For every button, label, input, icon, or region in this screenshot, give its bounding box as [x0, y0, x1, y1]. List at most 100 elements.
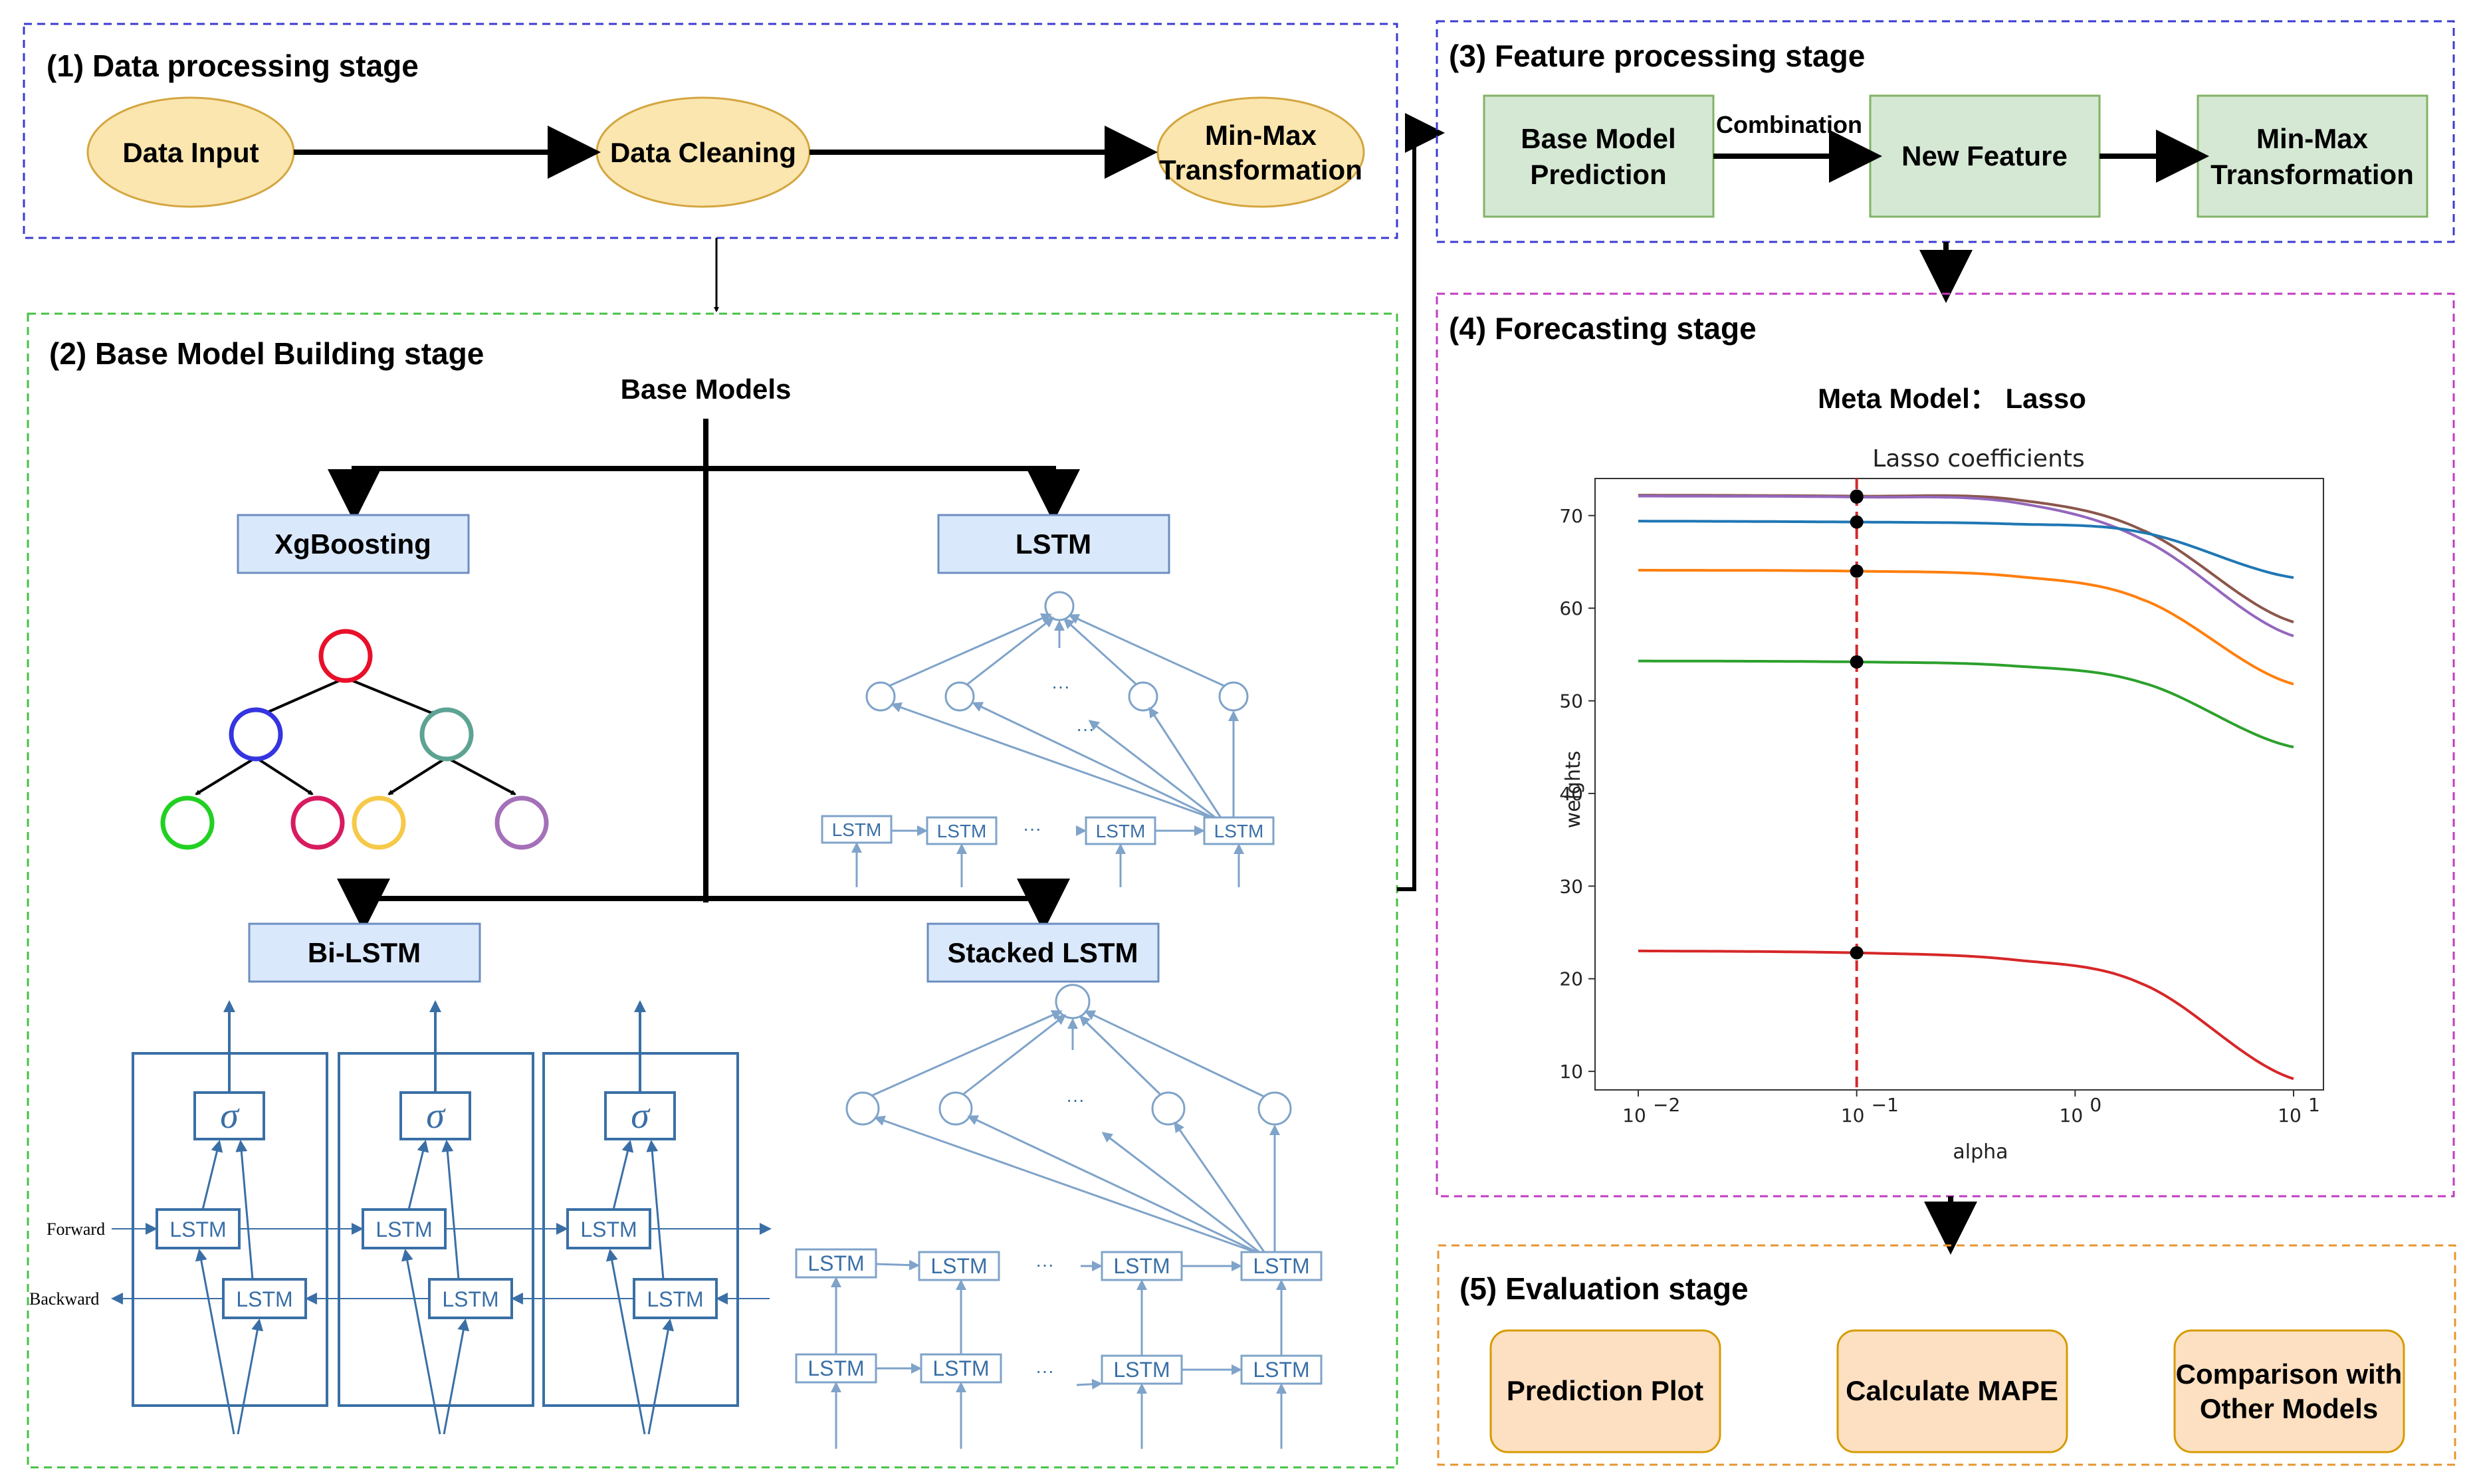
x-tick-label-2: 10: [2060, 1105, 2084, 1126]
x-tick-exponent-3: 1: [2308, 1094, 2320, 1116]
bilstm-box: [248, 922, 481, 983]
stage-5-border: [1437, 1244, 2456, 1466]
xgboost-tree-illustration: [160, 629, 549, 850]
bilstm-sigma-2: σ: [426, 1095, 446, 1136]
stacked-ellipsis-top: ···: [1066, 1089, 1085, 1110]
bilstm-label: Bi-LSTM: [308, 937, 421, 968]
y-tick-label-50: 50: [1559, 690, 1583, 712]
stage-5-evaluation: (5) Evaluation stage Prediction Plot Cal…: [1437, 1244, 2456, 1466]
coefficient-markers: [1850, 489, 1864, 960]
lstm-cell-1-label: LSTM: [832, 819, 882, 840]
base-models-label: Base Models: [621, 373, 792, 405]
stage-4-forecasting: (4) Forecasting stage Meta Model： Lasso …: [1436, 292, 2455, 1198]
data-input-label: Data Input: [122, 137, 259, 168]
y-tick-label-10: 10: [1559, 1061, 1583, 1083]
x-tick-exponent-0: −2: [1653, 1094, 1680, 1116]
x-tick-label-1: 10: [1841, 1105, 1865, 1126]
meta-model-label: Meta Model： Lasso: [1818, 383, 2086, 414]
lstm-box: [937, 514, 1170, 574]
series-line-3: [1638, 569, 2294, 686]
lstm-hidden-node-3: [1128, 681, 1158, 712]
stacked-top-cell-3: [1101, 1251, 1183, 1281]
prediction-plot-box: [1489, 1329, 1721, 1453]
series-line-5: [1638, 949, 2294, 1081]
calculate-mape-box: [1836, 1329, 2068, 1453]
bilstm-illustration: [111, 1000, 772, 1435]
data-cleaning-label: Data Cleaning: [610, 137, 796, 168]
lstm-ellipsis-top: ···: [1051, 676, 1070, 696]
stacked-bottom-cell-4-label: LSTM: [1253, 1358, 1309, 1382]
combination-label: Combination: [1716, 111, 1862, 138]
y-tick-label-30: 30: [1559, 875, 1583, 897]
tree-node-leaf-1: [160, 795, 215, 850]
lstm-hidden-node-1: [865, 681, 896, 712]
stacked-top-cell-1: [795, 1248, 877, 1279]
series-marker-4: [1850, 655, 1864, 669]
stage-2-border: [27, 312, 1398, 1469]
base-model-prediction-box: [1483, 94, 1715, 218]
stage-2-title: (2) Base Model Building stage: [49, 336, 484, 371]
stacked-bottom-cell-2-label: LSTM: [932, 1356, 989, 1380]
tree-node-left: [229, 707, 283, 762]
stacked-top-cell-3-label: LSTM: [1113, 1254, 1170, 1278]
stacked-output-node: [1055, 984, 1091, 1019]
backward-label: Backward: [29, 1289, 99, 1309]
comparison-box: [2173, 1329, 2405, 1453]
bilstm-forward-cell-3-label: LSTM: [580, 1218, 637, 1241]
stacked-hidden-node-3: [1151, 1091, 1186, 1126]
stage-1-title: (1) Data processing stage: [47, 49, 419, 83]
arrow-stage2-to-stage3: [1397, 113, 1445, 891]
stage-5-title: (5) Evaluation stage: [1459, 1271, 1749, 1306]
stage-1-border: [23, 23, 1398, 239]
stacked-bottom-cell-3-label: LSTM: [1113, 1358, 1170, 1382]
bilstm-backward-cell-1-label: LSTM: [236, 1287, 292, 1311]
comparison-label-2: Other Models: [2200, 1393, 2378, 1424]
base-model-prediction-label-2: Prediction: [1530, 159, 1666, 190]
calculate-mape-label: Calculate MAPE: [1846, 1375, 2058, 1406]
stacked-lstm-label: Stacked LSTM: [947, 937, 1138, 968]
tree-node-leaf-4: [494, 795, 549, 850]
plot-area: [1594, 478, 2324, 1091]
stacked-hidden-node-2: [938, 1091, 973, 1126]
base-models-connectors: [328, 419, 1080, 932]
lstm-label: LSTM: [1016, 528, 1091, 560]
stacked-lstm-box: [926, 922, 1160, 983]
bilstm-sigma-3: σ: [631, 1095, 651, 1136]
minmax-label-1: Min-Max: [1205, 120, 1317, 151]
series-line-1: [1638, 494, 2294, 637]
stacked-top-cell-2: [918, 1251, 1000, 1281]
y-axis-label: weights: [1562, 751, 1585, 829]
stage-4-title: (4) Forecasting stage: [1449, 311, 1757, 346]
base-model-prediction-label-1: Base Model: [1521, 123, 1675, 154]
x-tick-exponent-1: −1: [1872, 1094, 1899, 1116]
lstm-cell-2-label: LSTM: [937, 821, 987, 841]
stage-2-base-model-building: (2) Base Model Building stage Base Model…: [27, 312, 1398, 1469]
tree-node-root: [318, 629, 373, 683]
lstm-ellipsis-cells: ···: [1023, 818, 1041, 839]
bilstm-backward-cell-2-label: LSTM: [442, 1287, 498, 1311]
stage-3-feature-processing: (3) Feature processing stage Base Model …: [1436, 20, 2455, 243]
minmax-node-1: [1156, 96, 1365, 208]
y-tick-label-20: 20: [1559, 968, 1583, 990]
xgboosting-label: XgBoosting: [274, 528, 431, 560]
bilstm-forward-cell-2-label: LSTM: [376, 1218, 432, 1241]
lstm-cell-3-label: LSTM: [1096, 821, 1146, 841]
y-tick-label-70: 70: [1559, 505, 1583, 527]
x-tick-label-3: 10: [2278, 1105, 2302, 1126]
stacked-bottom-cell-1-label: LSTM: [807, 1356, 864, 1380]
new-feature-label: New Feature: [1901, 140, 2068, 171]
new-feature-box: [1869, 94, 2101, 218]
stage-1-data-processing: (1) Data processing stage Data Input Dat…: [23, 23, 1398, 239]
prediction-plot-label: Prediction Plot: [1507, 1375, 1703, 1406]
stacked-top-cell-1-label: LSTM: [807, 1251, 864, 1275]
lstm-cell-4-label: LSTM: [1214, 821, 1264, 841]
series-lines: [1638, 494, 2294, 1081]
lstm-illustration: [821, 591, 1275, 887]
lstm-cell-1: [821, 815, 893, 844]
stacked-top-cell-4-label: LSTM: [1253, 1254, 1309, 1278]
transformation-label-1: Transformation: [1159, 154, 1362, 185]
series-line-4: [1638, 659, 2294, 749]
bilstm-backward-cell-3-label: LSTM: [647, 1287, 703, 1311]
